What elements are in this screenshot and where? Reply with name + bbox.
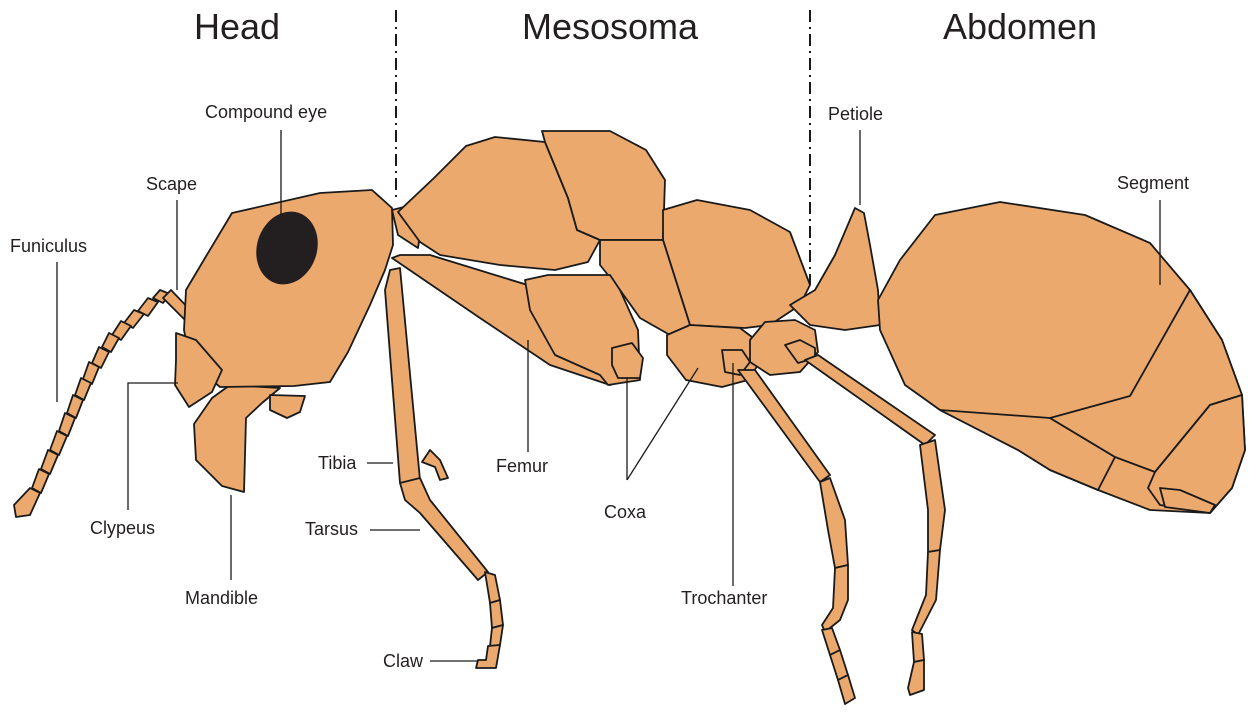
label-clypeus: Clypeus — [90, 518, 155, 539]
mandible — [194, 385, 280, 492]
label-coxa: Coxa — [604, 502, 646, 523]
label-trochanter: Trochanter — [681, 588, 767, 609]
label-femur: Femur — [496, 456, 548, 477]
label-funiculus: Funiculus — [10, 236, 87, 257]
label-tibia: Tibia — [318, 453, 356, 474]
front-leg — [385, 268, 503, 668]
region-label-mesosoma: Mesosoma — [522, 6, 698, 48]
clypeus-leader — [128, 383, 178, 510]
label-segment: Segment — [1117, 173, 1189, 194]
label-compound-eye: Compound eye — [205, 102, 327, 123]
label-mandible: Mandible — [185, 588, 258, 609]
label-scape: Scape — [146, 174, 197, 195]
coxa-leader-2 — [627, 368, 698, 480]
mandible-rear — [270, 395, 305, 418]
region-label-abdomen: Abdomen — [943, 6, 1097, 48]
label-petiole: Petiole — [828, 104, 883, 125]
antenna-funiculus — [14, 290, 170, 517]
region-label-head: Head — [194, 6, 280, 48]
label-claw: Claw — [383, 651, 423, 672]
label-tarsus: Tarsus — [305, 519, 358, 540]
